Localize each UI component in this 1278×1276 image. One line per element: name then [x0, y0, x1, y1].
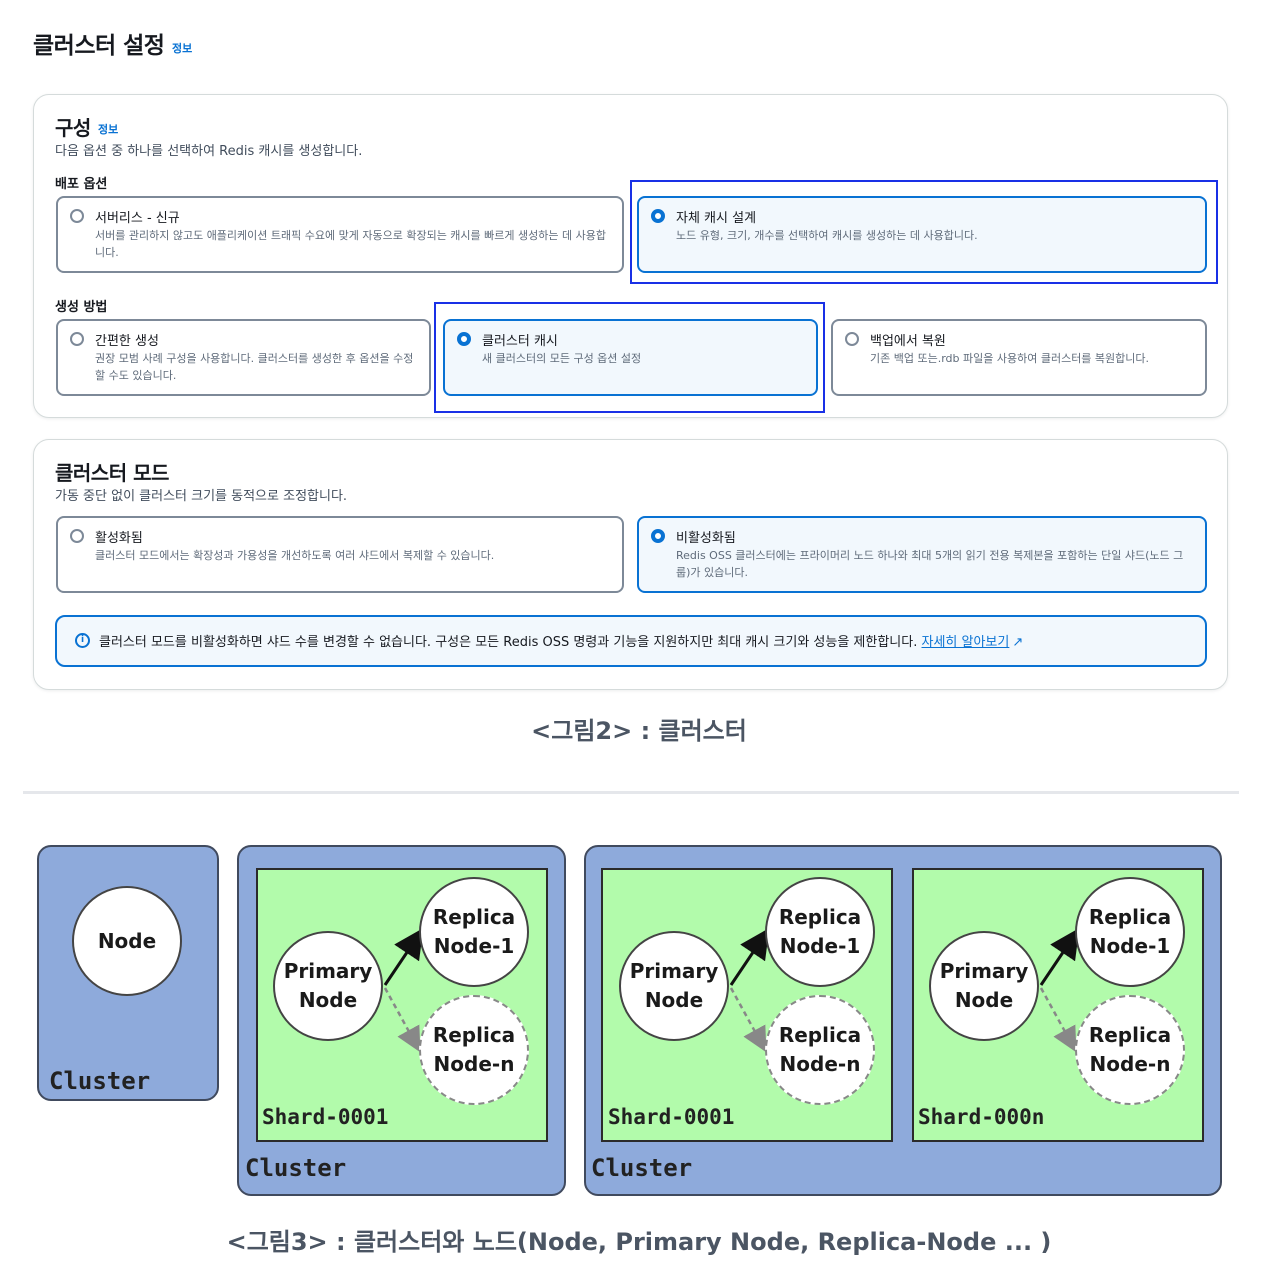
cluster-mode-disabled[interactable]: 비활성화됨 Redis OSS 클러스터에는 프라이머리 노드 하나와 최대 5…: [637, 516, 1207, 593]
tile-title: 서버리스 - 신규: [95, 211, 180, 226]
cluster-label: Cluster: [245, 1154, 347, 1182]
tile-description: 새 클러스터의 모든 구성 옵션 설정: [482, 352, 642, 365]
node-label: Node: [97, 928, 157, 953]
tile-description: 서버를 관리하지 않고도 애플리케이션 트래픽 수요에 맞게 자동으로 확장되는…: [95, 229, 606, 259]
tile-description: 기존 백업 또는.rdb 파일을 사용하여 클러스터를 복원합니다.: [870, 352, 1150, 365]
info-link[interactable]: 정보: [172, 42, 193, 55]
replication-arrow-dashed: [383, 987, 421, 1053]
divider: [23, 791, 1239, 794]
tile-title: 비활성화됨: [676, 531, 736, 546]
info-icon: i: [75, 633, 90, 648]
radio-restore-backup[interactable]: [845, 332, 859, 346]
config-title: 구성: [55, 116, 91, 140]
radio-design-own[interactable]: [651, 209, 665, 223]
cluster-mode-panel: 클러스터 모드 가동 중단 없이 클러스터 크기를 동적으로 조정합니다. 활성…: [33, 439, 1228, 690]
tile-description: 클러스터 모드에서는 확장성과 가용성을 개선하도록 여러 샤드에서 복제할 수…: [95, 549, 495, 562]
shard-label: Shard-0001: [608, 1105, 735, 1129]
method-option-restore-backup[interactable]: 백업에서 복원 기존 백업 또는.rdb 파일을 사용하여 클러스터를 복원합니…: [831, 319, 1207, 396]
tile-description: 권장 모범 사례 구성을 사용합니다. 클러스터를 생성한 후 옵션을 수정할 …: [95, 352, 414, 382]
node-circle: Node: [72, 886, 182, 996]
replication-arrow-dashed: [1039, 987, 1077, 1053]
creation-method-label: 생성 방법: [55, 300, 108, 315]
tile-title: 클러스터 캐시: [482, 334, 558, 349]
deploy-option-serverless[interactable]: 서버리스 - 신규 서버를 관리하지 않고도 애플리케이션 트래픽 수요에 맞게…: [56, 196, 624, 273]
external-link-icon[interactable]: ↗: [1012, 635, 1024, 650]
replication-arrow: [383, 928, 424, 986]
method-option-easy-create[interactable]: 간편한 생성 권장 모범 사례 구성을 사용합니다. 클러스터를 생성한 후 옵…: [56, 319, 431, 396]
tile-title: 간편한 생성: [95, 334, 159, 349]
cluster-mode-title: 클러스터 모드: [55, 461, 169, 485]
shard-label: Shard-000n: [918, 1105, 1045, 1129]
deploy-option-design-own[interactable]: 자체 캐시 설계 노드 유형, 크기, 개수를 선택하여 캐시를 생성하는 데 …: [637, 196, 1207, 273]
radio-disabled[interactable]: [651, 529, 665, 543]
tile-description: Redis OSS 클러스터에는 프라이머리 노드 하나와 최대 5개의 읽기 …: [676, 549, 1184, 579]
tile-title: 자체 캐시 설계: [676, 211, 757, 226]
tile-title: 활성화됨: [95, 531, 143, 546]
deploy-options-label: 배포 옵션: [55, 177, 108, 192]
info-alert: i 클러스터 모드를 비활성화하면 샤드 수를 변경할 수 없습니다. 구성은 …: [55, 615, 1207, 667]
radio-serverless[interactable]: [70, 209, 84, 223]
learn-more-link[interactable]: 자세히 알아보기: [921, 635, 1010, 650]
figure-caption: <그림2> : 클러스터: [531, 717, 747, 745]
tile-description: 노드 유형, 크기, 개수를 선택하여 캐시를 생성하는 데 사용합니다.: [676, 229, 978, 242]
tile-title: 백업에서 복원: [870, 334, 946, 349]
replication-arrow: [1039, 928, 1080, 986]
alert-message: 클러스터 모드를 비활성화하면 샤드 수를 변경할 수 없습니다. 구성은 모든…: [99, 635, 918, 650]
shard-label: Shard-0001: [262, 1105, 389, 1129]
alert-text: 클러스터 모드를 비활성화하면 샤드 수를 변경할 수 없습니다. 구성은 모든…: [99, 631, 1023, 650]
radio-enabled[interactable]: [70, 529, 84, 543]
highlight-box: [434, 302, 825, 413]
config-info-link[interactable]: 정보: [98, 123, 119, 136]
method-option-cluster-cache[interactable]: 클러스터 캐시 새 클러스터의 모든 구성 옵션 설정: [443, 319, 818, 396]
replication-arrow: [729, 928, 770, 986]
cluster-mode-enabled[interactable]: 활성화됨 클러스터 모드에서는 확장성과 가용성을 개선하도록 여러 샤드에서 …: [56, 516, 624, 593]
radio-cluster-cache[interactable]: [457, 332, 471, 346]
page-title: 클러스터 설정: [33, 33, 165, 59]
cluster-mode-description: 가동 중단 없이 클러스터 크기를 동적으로 조정합니다.: [55, 489, 348, 504]
cluster-label: Cluster: [49, 1067, 151, 1095]
radio-easy-create[interactable]: [70, 332, 84, 346]
figure-caption: <그림3> : 클러스터와 노드(Node, Primary Node, Rep…: [226, 1228, 1052, 1256]
highlight-box: [630, 180, 1218, 284]
cluster-label: Cluster: [591, 1154, 693, 1182]
config-description: 다음 옵션 중 하나를 선택하여 Redis 캐시를 생성합니다.: [55, 144, 363, 159]
replication-arrow-dashed: [729, 987, 767, 1053]
